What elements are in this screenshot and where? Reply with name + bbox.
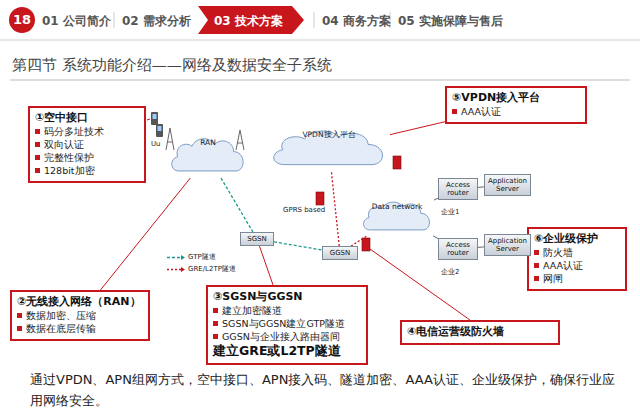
- bullet-item: 数据在底层传输: [17, 322, 143, 335]
- slide-title: 第四节 系统功能介绍——网络及数据安全子系统: [12, 56, 332, 75]
- application-server: Application Server: [484, 234, 531, 256]
- legend-line: [167, 257, 183, 259]
- device-label: Access router: [441, 181, 475, 197]
- tab-separator: [314, 12, 315, 28]
- page-number: 18: [9, 7, 35, 33]
- callout-box: ⑤VPDN接入平台AAA认证: [445, 86, 587, 124]
- title-rule: [10, 80, 630, 81]
- bullet-item: AAA认证: [452, 105, 580, 118]
- mobile-phone: [151, 112, 163, 137]
- bullet-item: 建立加密隧道: [213, 304, 361, 317]
- device-label: GGSN: [325, 249, 355, 257]
- callout-box: ①空中接口码分多址技术双向认证完整性保护128bit加密: [28, 106, 146, 183]
- nav-tab: 05 实施保障与售后: [398, 13, 503, 30]
- legend-arrow: [181, 267, 185, 272]
- device-label: Access router: [441, 241, 475, 257]
- callout-note: 建立GRE或L2TP隧道: [213, 343, 361, 359]
- callout-heading: ⑤VPDN接入平台: [452, 91, 580, 105]
- ran-cloud: RAN: [168, 134, 248, 178]
- bullet-mark: [35, 142, 40, 147]
- bullet-item: 128bit加密: [35, 164, 139, 177]
- bullet-mark: [452, 109, 457, 114]
- bullet-item: AAA认证: [534, 259, 620, 272]
- cloud-label: RAN: [168, 134, 248, 147]
- header-rule: [0, 40, 640, 41]
- leader-line: [100, 178, 190, 290]
- callout-heading: ②无线接入网络（RAN）: [17, 295, 143, 309]
- nav-tab: 01 公司简介: [42, 13, 111, 30]
- vpdn-cloud: VPDN接入平台: [268, 126, 390, 172]
- active-tab: [198, 6, 304, 34]
- bullet-mark: [213, 308, 218, 313]
- nav-tab: 03 技术方案: [214, 13, 283, 30]
- caption: 通过VPDN、APN组网方式，空中接口、APN接入码、隧道加密、AAA认证、企业…: [30, 369, 615, 411]
- bullet-mark: [35, 129, 40, 134]
- bullet-item: 双向认证: [35, 138, 139, 151]
- callout-heading: ⑥企业级保护: [534, 232, 620, 246]
- callout-heading: ③SGSN与GGSN: [213, 290, 361, 304]
- network-link: [351, 236, 367, 246]
- network-link: [274, 242, 322, 250]
- callout-box: ②无线接入网络（RAN）数据加密、压缩数据在底层传输: [10, 290, 150, 341]
- data-network-cloud: Data network: [360, 198, 434, 236]
- application-server: Application Server: [484, 174, 531, 196]
- access-router: Access router: [438, 238, 478, 260]
- device-label: SGSN: [243, 235, 271, 243]
- callout-box: ③SGSN与GGSN建立加密隧道SGSN与GGSN建立GTP隧道GGSN与企业接…: [206, 285, 368, 365]
- legend-arrow: [181, 255, 185, 260]
- device-label: Application Server: [487, 237, 528, 253]
- bullet-item: GGSN与企业接入路由器间: [213, 330, 361, 343]
- bullet-item: 网闸: [534, 272, 620, 285]
- cloud-label: Data network: [360, 198, 434, 211]
- bullet-item: 数据加密、压缩: [17, 309, 143, 322]
- network-link: [221, 178, 253, 232]
- enterprise-label: 企业1: [440, 208, 460, 216]
- bullet-mark: [534, 250, 539, 255]
- nav-tab: 02 需求分析: [122, 13, 191, 30]
- leader-line: [147, 119, 150, 120]
- callout-box: ⑥企业级保护防火墙AAA认证网闸: [527, 227, 627, 291]
- ggsn-node: GGSN: [322, 246, 358, 260]
- callout-box: ④电信运营级防火墙: [400, 320, 560, 345]
- legend-swatch: [166, 265, 186, 274]
- bullet-item: SGSN与GGSN建立GTP隧道: [213, 317, 361, 330]
- nav-tab: 04 商务方案: [322, 13, 391, 30]
- tab-separator: [114, 12, 115, 28]
- legend-text: GTP隧道: [188, 253, 216, 262]
- callout-heading: ④电信运营级防火墙: [407, 325, 553, 339]
- legend-line: [167, 269, 183, 271]
- bullet-item: 防火墙: [534, 246, 620, 259]
- bullet-mark: [17, 326, 22, 331]
- network-label: GPRS based: [282, 206, 326, 214]
- network-link: [331, 172, 339, 246]
- legend-text: GRE/L2TP隧道: [188, 265, 236, 274]
- bullet-mark: [213, 334, 218, 339]
- sgsn-node: SGSN: [240, 232, 274, 246]
- bullet-item: 码分多址技术: [35, 125, 139, 138]
- bullet-mark: [35, 168, 40, 173]
- bullet-mark: [35, 155, 40, 160]
- callout-heading: ①空中接口: [35, 111, 139, 125]
- leader-line: [259, 246, 273, 285]
- bullet-mark: [534, 263, 539, 268]
- bullet-mark: [534, 276, 539, 281]
- leader-line: [390, 122, 445, 135]
- bullet-item: 完整性保护: [35, 151, 139, 164]
- access-router: Access router: [438, 178, 478, 200]
- bullet-mark: [213, 321, 218, 326]
- cloud-label: VPDN接入平台: [268, 126, 390, 139]
- enterprise-label: 企业2: [440, 268, 460, 276]
- device-label: Application Server: [487, 177, 528, 193]
- legend-swatch: [166, 253, 186, 262]
- bullet-mark: [17, 313, 22, 318]
- interface-label: Uu: [150, 140, 162, 148]
